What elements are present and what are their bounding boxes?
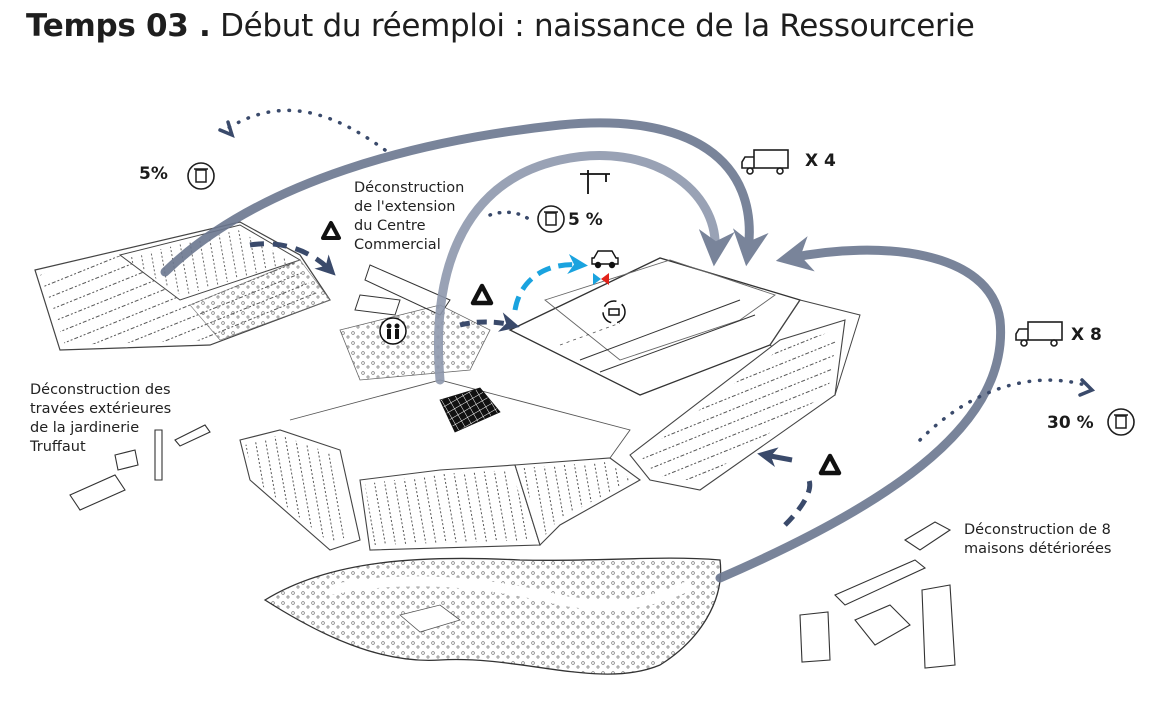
recycle-icon [818, 453, 842, 476]
parking-lower-sketch [239, 379, 642, 551]
label-travees-line-1: Déconstruction des [30, 382, 171, 398]
label-maisons: Déconstruction de 8 maisons détériorées [964, 521, 1111, 559]
park-sketch [263, 557, 722, 675]
truck-count-top: X 4 [805, 151, 836, 171]
people-icon [379, 317, 407, 345]
title-number: Temps 03 . [26, 8, 211, 44]
page-title: Temps 03 . Début du réemploi : naissance… [26, 8, 975, 44]
label-maisons-line-1: Déconstruction de 8 [964, 522, 1111, 538]
car-icon [591, 250, 619, 269]
title-subtitle: Début du réemploi : naissance de la Ress… [220, 8, 975, 44]
truck-count-right: X 8 [1071, 325, 1102, 345]
truck-icon [741, 149, 789, 175]
materials-sketch [69, 424, 956, 669]
extension-sketch [339, 264, 491, 381]
truck-icon [1015, 321, 1063, 347]
dashed-arrows [249, 241, 813, 527]
label-travees-line-2: travées extérieures [30, 401, 172, 417]
label-travees: Déconstruction des travées extérieures d… [30, 381, 171, 457]
label-maisons-line-2: maisons détériorées [964, 541, 1112, 557]
waste-percent-middle: 5 % [568, 210, 603, 230]
garden-center-sketch [34, 221, 331, 351]
carrefour-logo-icon [593, 273, 609, 285]
label-extension-line-1: Déconstruction [354, 180, 465, 196]
crane-icon [580, 170, 610, 194]
recycle-icon [470, 283, 494, 306]
flow-arrows [160, 118, 1006, 583]
recycle-icon [321, 221, 341, 240]
label-travees-line-3: de la jardinerie [30, 420, 140, 436]
label-extension-line-3: du Centre [354, 218, 426, 234]
dotted-waste-paths [218, 108, 1096, 442]
label-travees-line-4: Truffaut [30, 439, 86, 455]
trash-bin-icon [1107, 408, 1135, 436]
label-extension-line-2: de l'extension [354, 199, 456, 215]
trash-bin-icon [537, 205, 565, 233]
waste-percent-right: 30 % [1047, 413, 1094, 433]
parking-right-sketch [629, 319, 846, 491]
label-extension: Déconstruction de l'extension du Centre … [354, 179, 464, 255]
label-extension-line-4: Commercial [354, 237, 441, 253]
waste-percent-left: 5% [139, 164, 168, 184]
rotation-icon [602, 300, 626, 324]
trash-bin-icon [187, 162, 215, 190]
